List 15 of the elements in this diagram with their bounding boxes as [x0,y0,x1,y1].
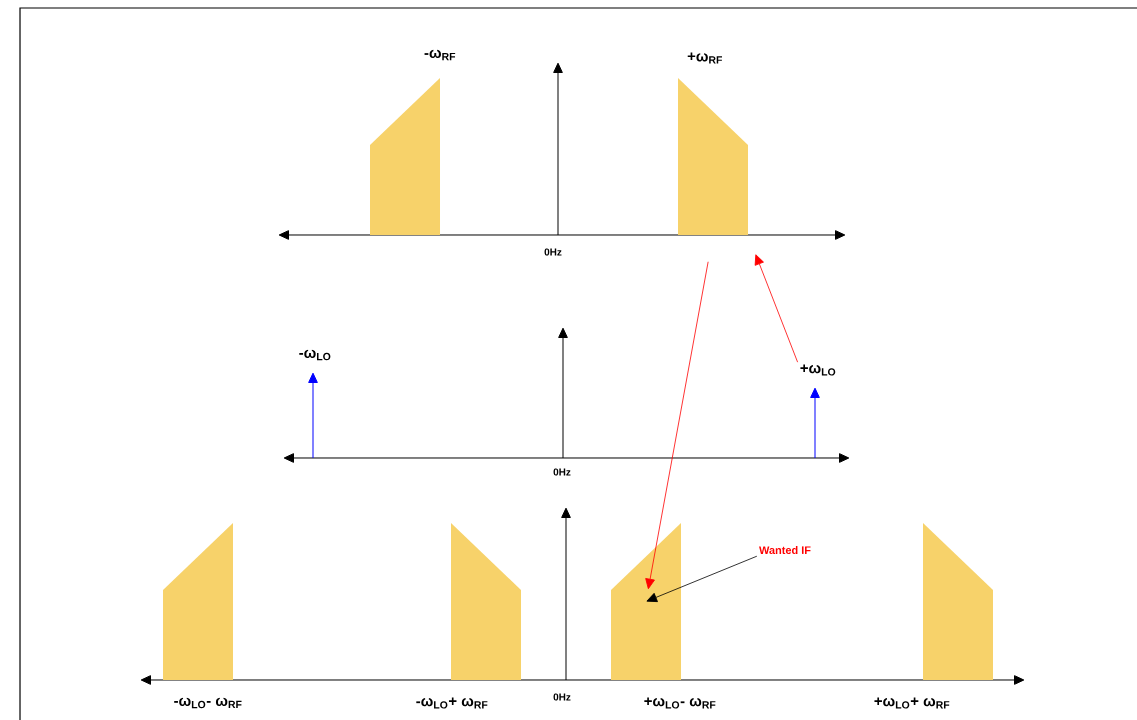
frequency-label: -ω$_{LO}$- ω$_{RF}$ [174,697,242,709]
frequency-label: -ω$_{RF}$ [424,49,456,61]
frequency-label: +ω$_{LO}$ [800,364,836,376]
arrow [645,261,709,590]
frequency-label: +ω$_{RF}$ [687,52,722,64]
frequency-label: -ω$_{LO}$ [299,349,331,361]
arrow [754,254,798,363]
frequency-label: +ω$_{LO}$+ ω$_{RF}$ [874,697,950,709]
frequency-label: +ω$_{LO}$- ω$_{RF}$ [644,697,716,709]
axis-label: 0Hz [553,468,571,476]
arrow [646,555,758,603]
callout-text: Wanted IF [759,545,811,554]
axis-label: 0Hz [553,693,571,701]
axis-label: 0Hz [544,248,562,256]
frequency-label: -ω$_{LO}$+ ω$_{RF}$ [416,697,488,709]
